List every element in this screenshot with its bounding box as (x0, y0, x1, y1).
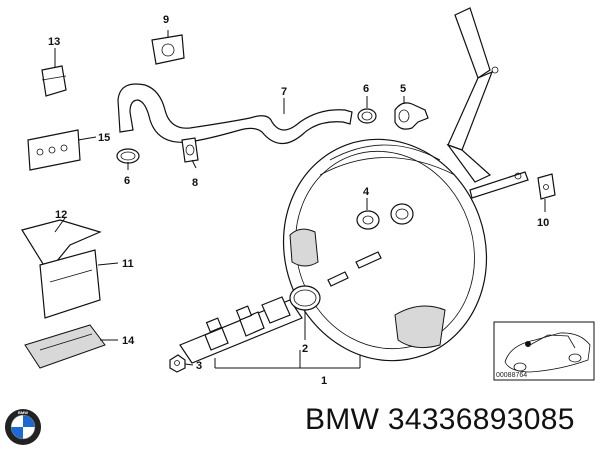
callout-15: 15 (98, 132, 110, 144)
vacuum-hose-7 (117, 83, 353, 145)
cover-14 (24, 324, 106, 369)
callout-6a: 6 (363, 83, 369, 95)
inset-ref-code: 00088764 (496, 372, 527, 379)
hose-clamp-6a (357, 108, 377, 124)
grommet-9 (151, 34, 185, 65)
callout-10: 10 (537, 217, 549, 229)
o-ring-2 (289, 285, 321, 311)
brake-booster (282, 138, 488, 362)
callout-9: 9 (163, 14, 169, 26)
callout-1: 1 (321, 375, 327, 387)
callout-14: 14 (122, 335, 135, 347)
check-valve-5 (394, 102, 429, 130)
parts-diagram: 9 13 15 6 8 7 6 5 4 10 12 11 14 2 3 1 00… (21, 7, 595, 387)
callout-4: 4 (363, 186, 370, 198)
hose-clamp-6b (116, 148, 140, 164)
booster-studs (327, 251, 382, 287)
bracket-8 (181, 137, 199, 163)
callout-11: 11 (122, 258, 134, 270)
callout-6b: 6 (124, 175, 130, 187)
callout-3: 3 (196, 360, 202, 372)
grommet-4 (356, 203, 414, 230)
callout-2: 2 (302, 343, 308, 355)
part-number-caption: BMW 34336893085 (305, 403, 575, 436)
callout-5: 5 (400, 83, 406, 95)
location-marker-icon (525, 341, 531, 347)
leader-lines (54, 30, 546, 369)
callout-12: 12 (55, 209, 67, 221)
bmw-logo-text: BMW (18, 410, 28, 415)
bmw-logo-icon: BMW (4, 408, 42, 446)
clip-13 (41, 65, 67, 97)
callout-7: 7 (281, 86, 287, 98)
car-location-inset: 00088764 (493, 321, 595, 381)
callout-8: 8 (192, 177, 198, 189)
callout-13: 13 (48, 36, 60, 48)
clip-10 (537, 173, 556, 200)
cover-11 (39, 249, 101, 319)
pedal-linkage (446, 7, 529, 199)
nut-3 (169, 354, 186, 373)
master-cylinder (179, 296, 303, 364)
hose-holder-15 (27, 129, 81, 171)
